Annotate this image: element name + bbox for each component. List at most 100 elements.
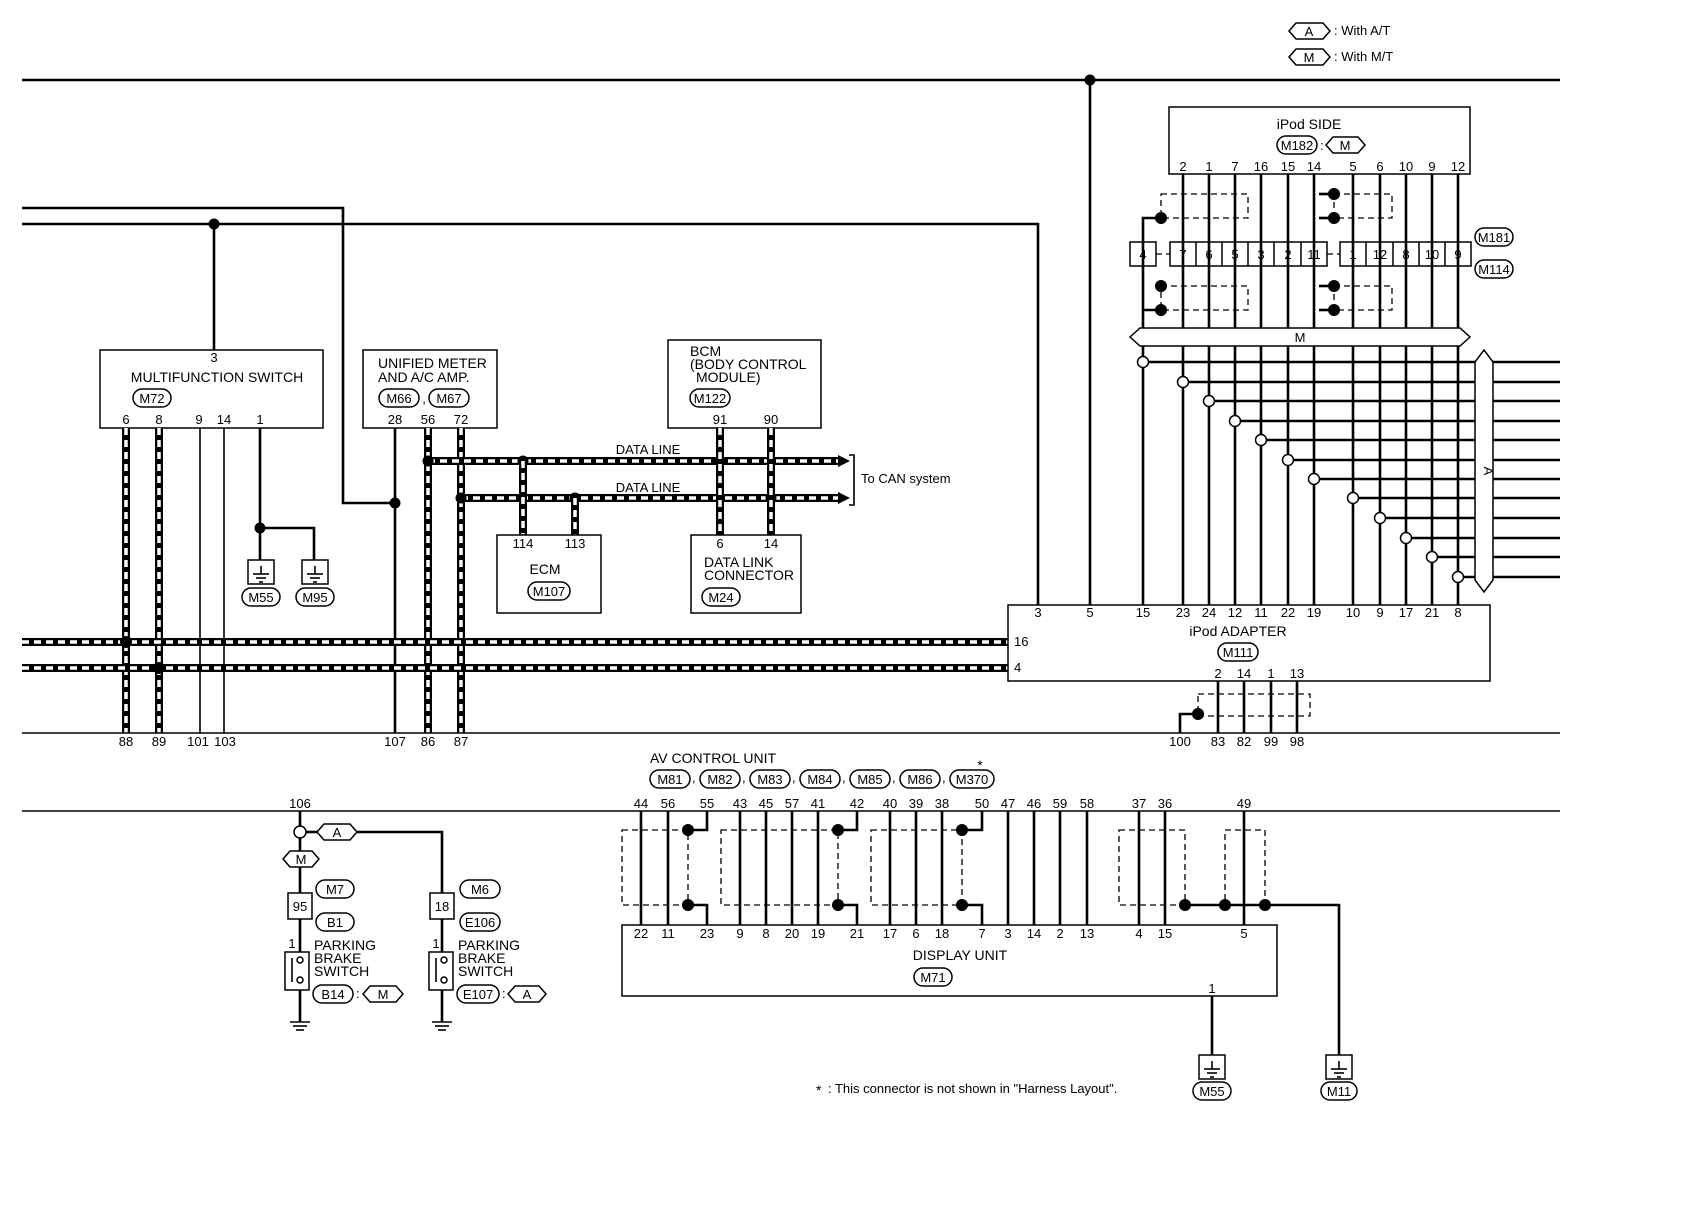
svg-text::: :: [502, 986, 506, 1001]
av-pin: 59: [1053, 796, 1067, 811]
av-pin: 57: [785, 796, 799, 811]
ipod-side-pin: 1: [1205, 159, 1212, 174]
footnote-star: *: [816, 1082, 822, 1098]
du-pin: 13: [1080, 926, 1094, 941]
adapter-pin: 22: [1281, 605, 1295, 620]
svg-text:,: ,: [942, 770, 946, 785]
av-pin: 44: [634, 796, 648, 811]
ipod-adapter-box: [1007, 604, 1491, 682]
av-connector: M81: [657, 772, 682, 787]
m-variant-bar: M: [1128, 327, 1472, 347]
av-top-pins: 44 56 55 43 45 57 41 42 40 39 38 50 47 4…: [634, 796, 1251, 811]
m-bar-label: M: [1295, 330, 1306, 345]
du-pin: 3: [1004, 926, 1011, 941]
pbs-label-3: SWITCH: [458, 963, 513, 979]
ipod-side-pin: 15: [1281, 159, 1295, 174]
a-variant-bar: A: [1136, 348, 1560, 594]
av-connector: M84: [807, 772, 832, 787]
ecm-pin: 114: [513, 536, 534, 551]
a-bar-label: A: [1481, 467, 1496, 476]
pbs-pin: 1: [288, 936, 295, 951]
du-pin: 5: [1240, 926, 1247, 941]
svg-text::: :: [356, 986, 360, 1001]
bcm-box: [667, 339, 822, 429]
mfs-pin: 8: [155, 412, 162, 427]
joint-connector: M7: [326, 882, 344, 897]
um-pin: 28: [388, 412, 402, 427]
ipod-side-pin: 7: [1231, 159, 1238, 174]
du-pin: 7: [978, 926, 985, 941]
adapter-pin: 24: [1202, 605, 1216, 620]
ground-m11: M11: [1320, 1054, 1358, 1101]
pbs-connector: B14: [321, 987, 344, 1002]
joint-connector: B1: [327, 915, 343, 930]
harness-pin: 88: [119, 734, 133, 749]
um-pin: 56: [421, 412, 435, 427]
ipod-side-pin: 14: [1307, 159, 1321, 174]
du-pin: 2: [1056, 926, 1063, 941]
du-pin: 21: [850, 926, 864, 941]
harness-pin: 99: [1264, 734, 1278, 749]
av-asterisk: *: [977, 757, 983, 773]
ipod-side-label: iPod SIDE: [1277, 116, 1342, 132]
ipod-adapter-label: iPod ADAPTER: [1189, 623, 1286, 639]
av-pin: 39: [909, 796, 923, 811]
du-pin: 20: [785, 926, 799, 941]
adapter-pin: 3: [1034, 605, 1041, 620]
av-pin: 49: [1237, 796, 1251, 811]
pbs-pin: 1: [432, 936, 439, 951]
legend-m-symbol: [1288, 48, 1331, 66]
du-pin: 22: [634, 926, 648, 941]
av-control-unit: AV CONTROL UNIT M81 M82 M83 M84 M85 M86 …: [649, 750, 995, 789]
adapter-pin: 5: [1086, 605, 1093, 620]
ground-m95: M95: [295, 559, 335, 607]
svg-text::: :: [1320, 138, 1324, 153]
ipod-adapter: 3 5 15 23 24 12 11 22 19 10 9 17 21 8 16…: [1007, 604, 1491, 682]
data-link-box: [690, 534, 802, 614]
inline-pin: 5: [1231, 247, 1238, 262]
du-pin: 8: [762, 926, 769, 941]
ipod-side-box: [1168, 106, 1471, 175]
dlc-pin: 6: [716, 536, 723, 551]
av-pin: 47: [1001, 796, 1015, 811]
ipod-side-pin: 12: [1451, 159, 1465, 174]
inline-pin: 12: [1373, 247, 1387, 262]
mfs-pin-3: 3: [210, 350, 217, 365]
pbs-label: PARKING: [314, 937, 376, 953]
adapter-pin: 15: [1136, 605, 1150, 620]
av-pin: 42: [850, 796, 864, 811]
ecm-box: [496, 534, 602, 614]
harness-pin: 107: [384, 734, 406, 749]
joint-connector: M6: [471, 882, 489, 897]
data-link-connector: 6 14 DATA LINK CONNECTOR M24: [690, 534, 802, 614]
av-pin: 55: [700, 796, 714, 811]
ipod-side-pin: 10: [1399, 159, 1413, 174]
adapter-pin: 17: [1399, 605, 1413, 620]
svg-text:,: ,: [892, 770, 896, 785]
ecm-label: ECM: [529, 561, 560, 577]
harness-pin: 101: [187, 734, 209, 749]
du-pin: 18: [935, 926, 949, 941]
du-pin: 9: [736, 926, 743, 941]
ecm-connector: M107: [533, 584, 566, 599]
inline-connector-label: M181: [1478, 230, 1511, 245]
mfs-pin: 14: [217, 412, 231, 427]
bcm-connector: M122: [694, 391, 727, 406]
adapter-pin: 19: [1307, 605, 1321, 620]
pbs-label-2: BRAKE: [458, 950, 505, 966]
mfs-label: MULTIFUNCTION SWITCH: [131, 369, 303, 385]
du-pin: 15: [1158, 926, 1172, 941]
ipod-side: iPod SIDE M182 : M 2 1 7 16 15 14 5 6 10…: [1168, 106, 1471, 175]
adapter-pin: 23: [1176, 605, 1190, 620]
unified-meter-connector: M67: [436, 391, 461, 406]
harness-pins-upper: 88 89 101 103 107 86 87 100 83 82 99 98: [119, 734, 1304, 749]
harness-pin: 86: [421, 734, 435, 749]
av-pin: 37: [1132, 796, 1146, 811]
dlc-connector: M24: [708, 590, 733, 605]
du-ground-pin: 1: [1208, 981, 1215, 996]
ipod-side-variant: M: [1340, 138, 1351, 153]
ground-label: M55: [1199, 1084, 1224, 1099]
du-pin: 17: [883, 926, 897, 941]
multifunction-switch: 3 MULTIFUNCTION SWITCH M72 6 8 9 14 1: [99, 349, 324, 429]
